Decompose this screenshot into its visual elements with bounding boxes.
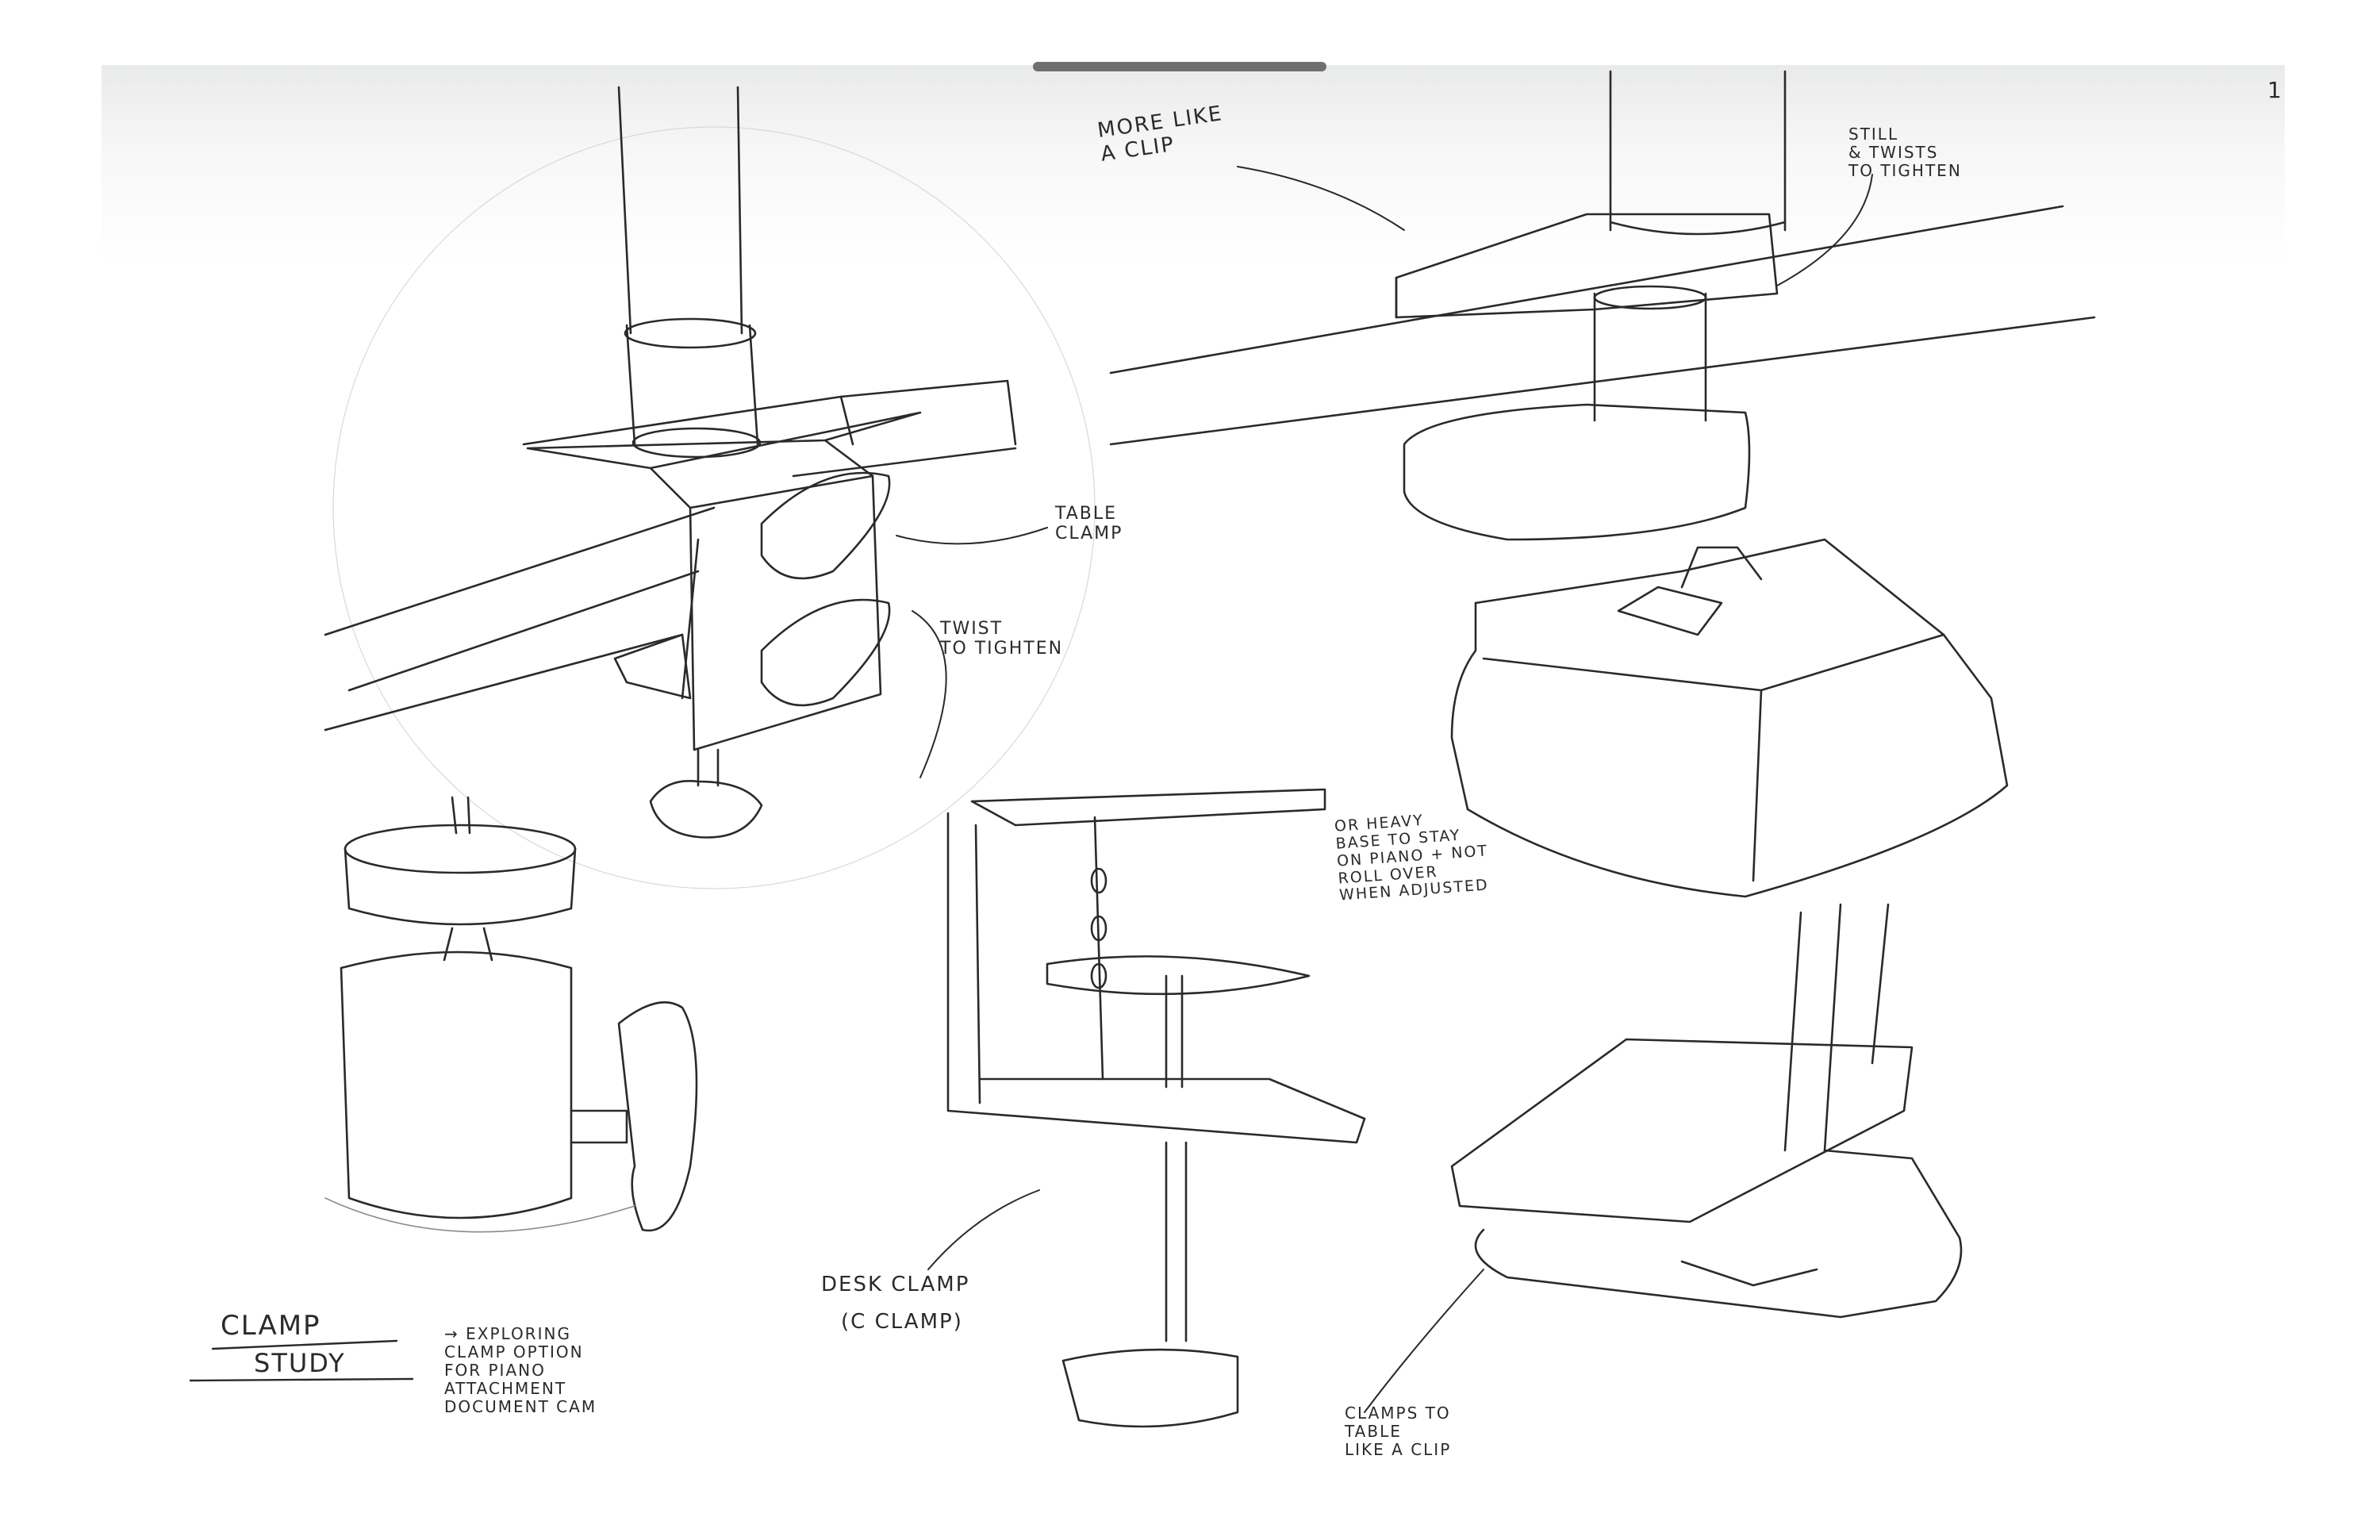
page-number: 1 [2267, 77, 2283, 103]
label-clamps-to-table: CLAMPS TO TABLE LIKE A CLIP [1345, 1404, 1452, 1459]
title-clamp: CLAMP [221, 1310, 321, 1342]
label-twist-to-tighten: TWIST TO TIGHTEN [940, 619, 1064, 659]
label-desk-clamp: DESK CLAMP [821, 1273, 970, 1296]
description-note: → EXPLORING CLAMP OPTION FOR PIANO ATTAC… [444, 1324, 597, 1416]
label-table-clamp: TABLE CLAMP [1055, 504, 1123, 544]
heavy-base-sketch [1452, 540, 2007, 897]
label-c-clamp: (C CLAMP) [841, 1310, 963, 1334]
spring-clip-sketch [1365, 904, 1961, 1412]
clip-clamp-sketch [1111, 71, 2094, 540]
label-still-twists: STILL & TWISTS TO TIGHTEN [1848, 125, 1962, 180]
drag-handle[interactable] [1033, 62, 1326, 71]
ball-head-sketch [325, 797, 697, 1232]
table-clamp-sketch [325, 87, 1095, 889]
label-heavy-base: OR HEAVY BASE TO STAY ON PIANO + NOT ROL… [1334, 811, 1490, 904]
title-study: STUDY [254, 1348, 346, 1378]
desk-clamp-sketch [928, 789, 1365, 1427]
paper-sheet [102, 65, 2285, 1485]
title-underlines [190, 1341, 413, 1381]
